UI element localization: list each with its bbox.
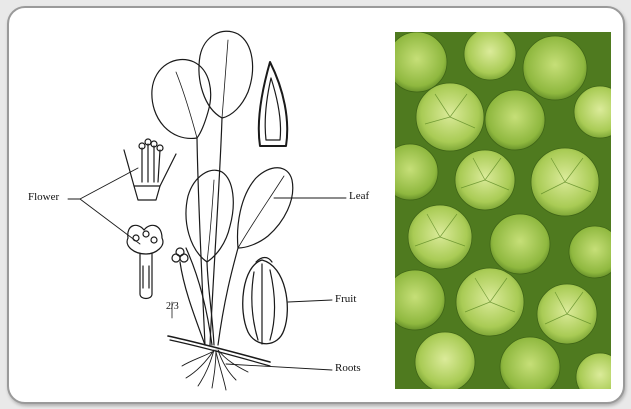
fruit-detail bbox=[243, 258, 288, 345]
plant-photo-image bbox=[395, 32, 611, 389]
root-system bbox=[182, 350, 248, 390]
inflorescence bbox=[172, 248, 205, 345]
leaf-middle-left bbox=[186, 170, 233, 262]
flower-label: Flower bbox=[28, 191, 59, 203]
plant-illustration bbox=[0, 0, 390, 409]
leaf-upper-left bbox=[152, 60, 211, 139]
scale-label: 2/3 bbox=[166, 301, 179, 312]
plant-photo bbox=[395, 32, 611, 389]
leaf-middle-right bbox=[238, 168, 293, 248]
roots-label: Roots bbox=[335, 362, 361, 374]
flower-detail-upper bbox=[124, 139, 176, 200]
leaf-section bbox=[259, 62, 287, 146]
leaf-label: Leaf bbox=[349, 190, 369, 202]
fruit-label: Fruit bbox=[335, 293, 356, 305]
flower-detail-lower bbox=[127, 225, 163, 298]
